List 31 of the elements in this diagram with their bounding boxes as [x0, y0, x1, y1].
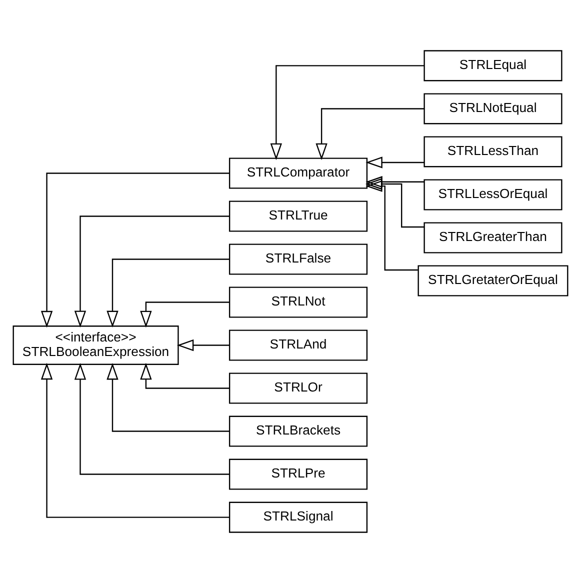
- arrow: [74, 363, 230, 475]
- node-box: STRLAnd: [228, 330, 368, 361]
- arrow: [74, 216, 230, 328]
- arrow: [270, 65, 424, 160]
- node-box: STRLBrackets: [228, 416, 368, 447]
- node-box: STRLSignal: [228, 502, 368, 533]
- arrow: [366, 176, 424, 188]
- node-box: STRLPre: [228, 458, 368, 490]
- node-box: STRLOr: [228, 372, 368, 404]
- node-box: <<interface>> STRLBooleanExpression: [12, 326, 179, 365]
- arrow: [366, 156, 424, 168]
- node-box: STRLLessOrEqual: [424, 179, 562, 210]
- arrow: [176, 339, 230, 352]
- node-box: STRLTrue: [228, 200, 368, 232]
- node-box: STRLNot: [228, 286, 368, 318]
- node-box: STRLGretaterOrEqual: [418, 265, 568, 296]
- node-box: STRLLessThan: [424, 136, 562, 168]
- arrow: [40, 362, 230, 518]
- node-box: STRLComparator: [228, 158, 368, 189]
- arrow: [140, 302, 230, 328]
- node-box: STRLFalse: [228, 244, 368, 275]
- node-box: STRLNotEqual: [424, 93, 562, 124]
- arrow: [40, 172, 230, 328]
- node-box: STRLGreaterThan: [424, 222, 562, 254]
- arrow: [140, 362, 230, 389]
- arrow: [365, 178, 424, 228]
- arrow: [366, 180, 418, 271]
- arrow: [106, 362, 230, 432]
- node-box: STRLEqual: [424, 50, 562, 82]
- arrow: [106, 258, 230, 328]
- arrow: [316, 108, 424, 160]
